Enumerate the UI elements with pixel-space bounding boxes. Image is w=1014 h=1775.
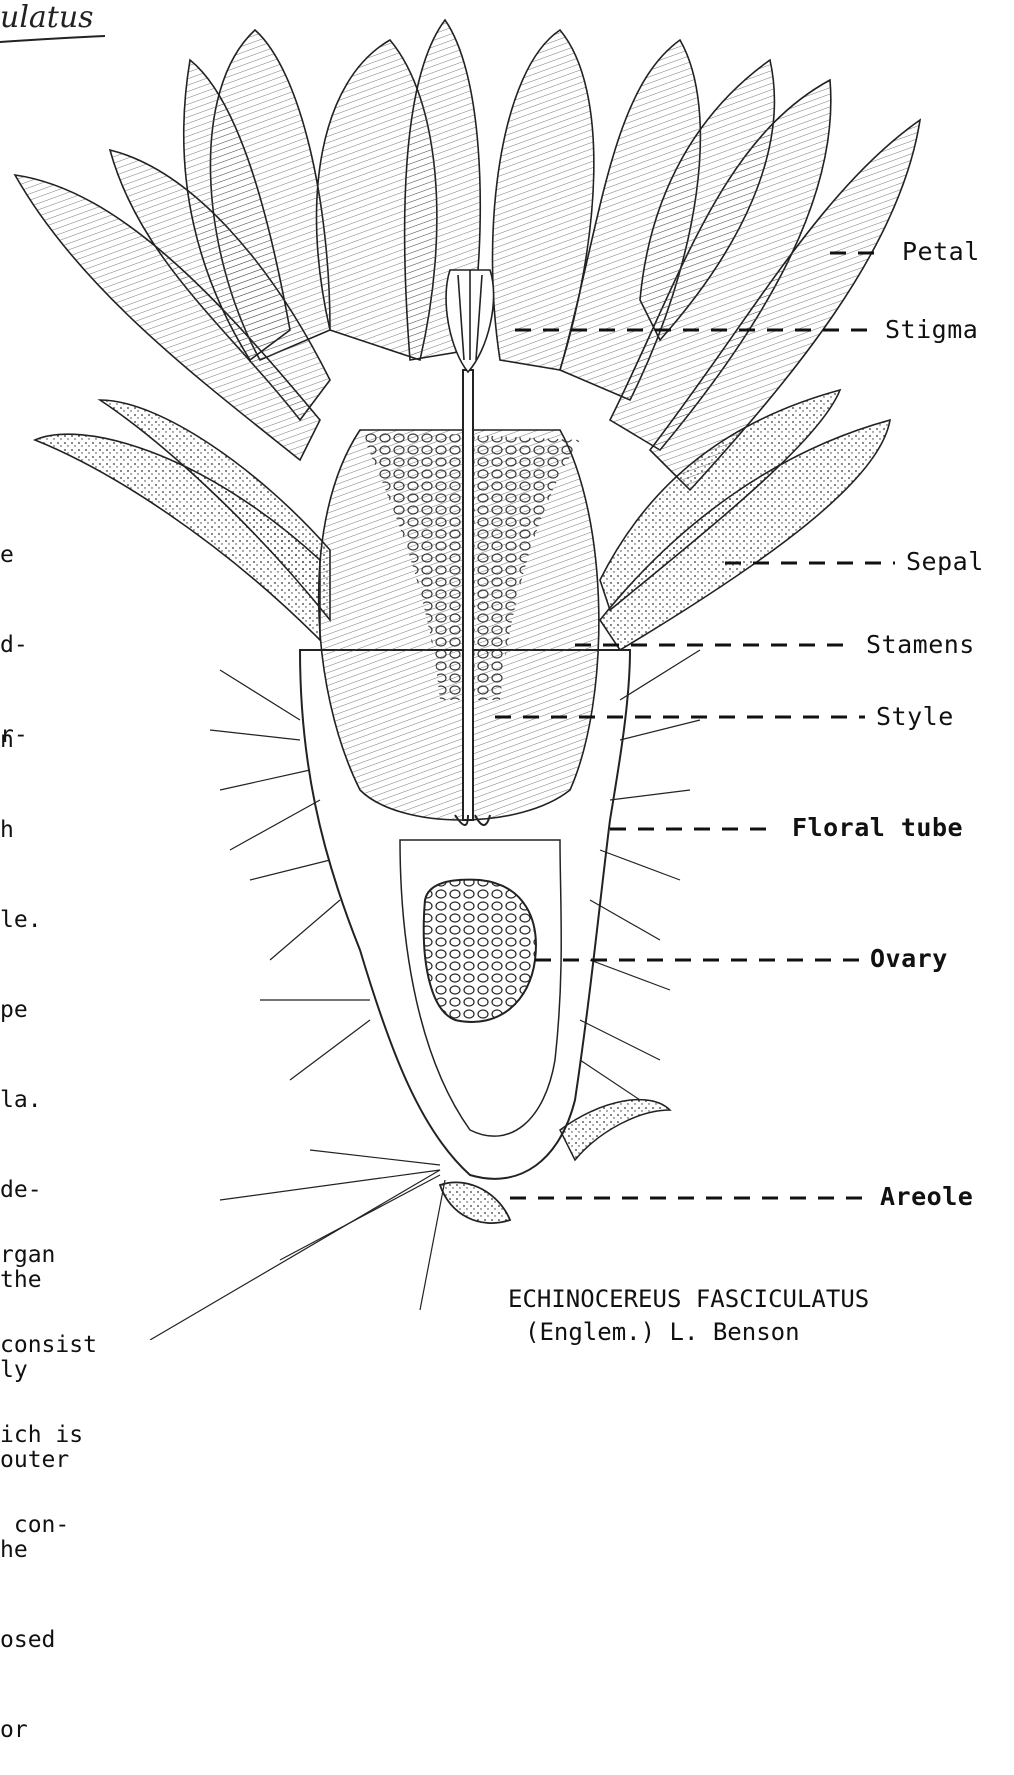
label-stamens: Stamens bbox=[866, 630, 975, 659]
stamens bbox=[319, 430, 599, 820]
text-line: ich is bbox=[0, 1420, 97, 1450]
text-line: rgan bbox=[0, 1240, 97, 1270]
stigma bbox=[446, 270, 494, 372]
handwriting-underline bbox=[0, 36, 105, 42]
handwritten-note: ulatus bbox=[0, 0, 94, 35]
flower-illustration bbox=[0, 0, 1014, 1340]
label-stigma: Stigma bbox=[885, 315, 978, 344]
label-petal: Petal bbox=[902, 237, 980, 266]
text-line: le. bbox=[0, 905, 69, 935]
text-line: h bbox=[0, 815, 69, 845]
text-line: d- bbox=[0, 630, 28, 660]
label-sepal: Sepal bbox=[906, 547, 984, 576]
text-line: pe bbox=[0, 995, 69, 1025]
text-line: or bbox=[0, 1715, 69, 1745]
text-line: n bbox=[0, 725, 69, 755]
caption-authority: (Englem.) L. Benson bbox=[525, 1318, 800, 1346]
label-floral-tube: Floral tube bbox=[792, 813, 963, 842]
label-ovary: Ovary bbox=[870, 944, 948, 973]
caption-species: ECHINOCEREUS FASCICULATUS bbox=[508, 1285, 869, 1313]
left-text-block-3: rgan consist ich is con- bbox=[0, 1180, 97, 1570]
text-line: osed bbox=[0, 1625, 69, 1655]
text-line: e bbox=[0, 540, 28, 570]
text-line: consist bbox=[0, 1330, 97, 1360]
areole bbox=[440, 1182, 510, 1223]
label-style: Style bbox=[876, 702, 954, 731]
text-line: con- bbox=[0, 1510, 97, 1540]
label-areole: Areole bbox=[880, 1182, 973, 1211]
text-line: la. bbox=[0, 1085, 69, 1115]
ovary bbox=[424, 880, 536, 1022]
